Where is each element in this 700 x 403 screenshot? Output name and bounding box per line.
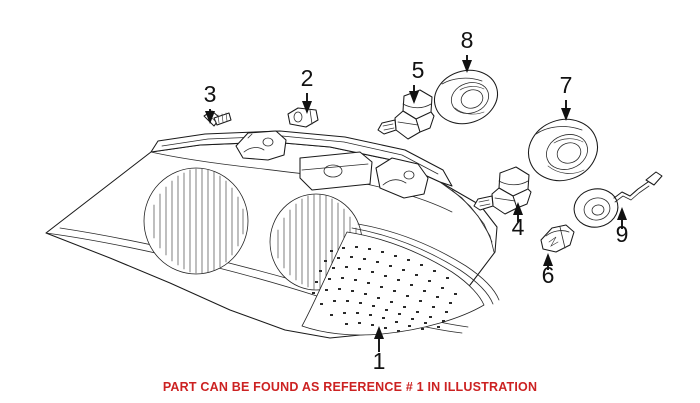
callout-number-7: 7 <box>560 72 573 98</box>
bulb-access-cover-small <box>433 69 499 125</box>
callout-number-3: 3 <box>204 81 217 107</box>
low-beam-lens <box>143 167 249 275</box>
wedge-base-bulb-part <box>540 224 575 253</box>
mounting-tab-center <box>299 151 373 191</box>
halogen-bulb-low-beam-part <box>473 166 532 215</box>
callout-number-9: 9 <box>616 221 629 247</box>
callout-number-6: 6 <box>542 262 555 288</box>
callout-leaders <box>205 55 627 352</box>
callout-number-1: 1 <box>373 348 386 374</box>
mounting-tab-left <box>235 130 287 161</box>
callout-numbers: 1 2 3 4 5 6 7 8 9 <box>204 27 629 374</box>
reference-caption: PART CAN BE FOUND AS REFERENCE # 1 IN IL… <box>162 380 538 394</box>
callout-number-5: 5 <box>412 57 425 83</box>
callout-number-2: 2 <box>301 65 314 91</box>
turn-signal-lens <box>301 223 500 336</box>
adjuster-screw-grommet-part <box>573 171 663 228</box>
halogen-bulb-high-beam-part <box>377 89 435 140</box>
mounting-tab-right <box>375 157 429 199</box>
headlight-housing-assembly <box>45 130 500 339</box>
bulb-access-cover-large <box>528 118 598 182</box>
retaining-clip-part <box>287 107 319 128</box>
callout-number-4: 4 <box>512 214 525 240</box>
callout-number-8: 8 <box>461 27 474 53</box>
